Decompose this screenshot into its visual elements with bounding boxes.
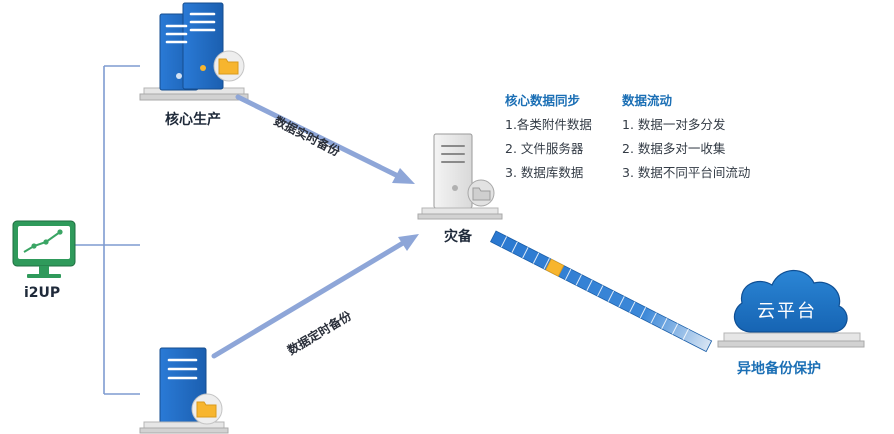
data-pipe-icon xyxy=(490,230,713,353)
dr-label: 灾备 xyxy=(444,229,472,245)
cloud-icon xyxy=(717,269,865,348)
core-production-label: 核心生产 xyxy=(165,112,221,128)
data-flow-item: 3. 数据不同平台间流动 xyxy=(622,165,751,180)
core-sync-title: 核心数据同步 xyxy=(505,93,581,108)
realtime-backup-arrow xyxy=(235,94,415,184)
dr-server-icon xyxy=(417,133,503,220)
i2up-label: i2UP xyxy=(24,285,61,301)
i2up-connector-lines xyxy=(74,65,140,395)
core-server-icon xyxy=(139,2,249,101)
core-sync-item: 1.各类附件数据 xyxy=(505,117,592,132)
core-sync-item: 2. 文件服务器 xyxy=(505,141,584,156)
data-flow-item: 2. 数据多对一收集 xyxy=(622,141,726,156)
offsite-backup-label: 异地备份保护 xyxy=(737,361,821,377)
cloud-platform-label: 云平台 xyxy=(757,301,817,322)
core-sync-item: 3. 数据库数据 xyxy=(505,165,584,180)
scheduled-backup-arrow xyxy=(211,234,419,359)
folder-icon-secondary xyxy=(191,393,223,425)
data-flow-item: 1. 数据一对多分发 xyxy=(622,117,726,132)
folder-icon xyxy=(213,50,245,82)
data-flow-title: 数据流动 xyxy=(622,93,673,108)
monitor-icon xyxy=(12,220,76,278)
